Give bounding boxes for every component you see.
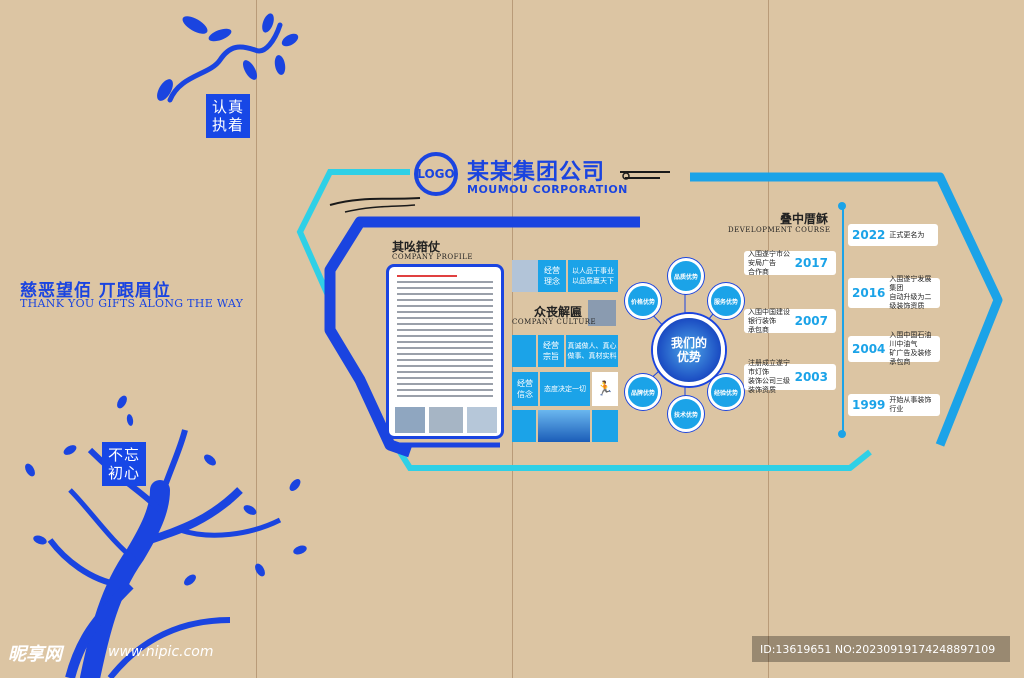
company-name-cn: 某某集团公司 <box>467 160 606 185</box>
panel-seam <box>768 0 769 678</box>
timeline-event: 入围遂宁市公安局广告 合作商 2017 <box>744 249 836 276</box>
advantage-node: 品牌优势 <box>625 374 661 410</box>
event-text: 开始从事装饰行业 <box>889 396 932 413</box>
advantage-hub: 我们的 优势 <box>653 314 725 386</box>
culture-label-2: 经营 宗旨 <box>538 335 564 367</box>
timeline-event: 2004 入围中国石油川中油气 矿广告及装修承包商 <box>848 331 940 366</box>
slogan-en: THANK YOU GIFTS ALONG THE WAY <box>20 297 244 310</box>
runner-icon: 🏃 <box>592 372 618 406</box>
profile-title: 其吆箝仗 <box>392 240 441 254</box>
event-year: 2022 <box>852 227 886 242</box>
development-title: 叠中厝稣 <box>780 212 829 226</box>
advantage-node: 技术优势 <box>668 396 704 432</box>
profile-subtitle: COMPANY PROFILE <box>392 253 473 261</box>
event-text: 入围遂宁市公安局广告 合作商 <box>748 249 790 276</box>
photo-3 <box>467 407 497 433</box>
event-year: 2003 <box>794 369 828 384</box>
timeline-event: 1999 开始从事装饰行业 <box>848 394 940 416</box>
profile-box <box>386 264 504 439</box>
event-year: 2004 <box>852 341 886 356</box>
advantage-node: 经验优势 <box>708 374 744 410</box>
timeline-event: 2016 入围遂宁发展集团 自动升级为二级装饰资质 <box>848 275 940 310</box>
culture-text-1: 以人品干事业 以品质赢天下 <box>568 260 618 292</box>
culture-subtitle: COMPANY CULTURE <box>512 318 597 326</box>
tag-tree: 不忘 初心 <box>102 442 147 486</box>
event-text: 入围中国建设银行装饰 承包商 <box>748 307 790 334</box>
timeline-dot <box>838 430 846 438</box>
watermark-id: ID:13619651 NO:20230919174248897109 <box>752 636 1010 662</box>
photo-1 <box>395 407 425 433</box>
event-year: 2016 <box>852 285 886 300</box>
event-text: 入围中国石油川中油气 矿广告及装修承包商 <box>889 331 932 366</box>
slogan-cn: 慈恶望佰 丌跟眉位 <box>20 281 171 301</box>
watermark-brand: 昵享网 <box>8 644 62 665</box>
company-name-en: MOUMOU CORPORATION <box>467 183 628 196</box>
culture-photo-1 <box>512 260 538 292</box>
culture-block <box>592 410 618 442</box>
culture-photo-2 <box>588 300 616 326</box>
event-year: 2017 <box>794 255 828 270</box>
culture-title: 众丧解匾 <box>534 305 583 319</box>
tree-decoration <box>25 395 307 678</box>
event-text: 入围遂宁发展集团 自动升级为二级装饰资质 <box>889 275 932 310</box>
culture-text-2: 真诚做人、真心 做事、真材实料 <box>566 335 618 367</box>
event-text: 注册成立遂宁市灯饰 装饰公司三级装饰资质 <box>748 359 790 394</box>
culture-block <box>512 410 536 442</box>
building-photo <box>538 410 590 442</box>
panel-seam <box>256 0 257 678</box>
timeline-dot <box>838 202 846 210</box>
timeline-axis <box>842 206 844 434</box>
event-text: 正式更名为 <box>889 230 925 239</box>
advantage-node: 服务优势 <box>708 283 744 319</box>
culture-label-1: 经营 理念 <box>538 260 566 292</box>
watermark-url: www.nipic.com <box>108 644 214 660</box>
timeline-event: 入围中国建设银行装饰 承包商 2007 <box>744 307 836 334</box>
timeline-event: 2022 正式更名为 <box>848 224 938 246</box>
culture-block <box>512 335 536 367</box>
logo-text: LOGO <box>417 167 455 181</box>
advantage-node: 品质优势 <box>668 258 704 294</box>
culture-text-3: 态度决定一切 <box>540 372 590 406</box>
advantage-node: 价格优势 <box>625 283 661 319</box>
event-year: 1999 <box>852 397 886 412</box>
logo-icon: LOGO <box>414 152 458 196</box>
photo-2 <box>429 407 463 433</box>
development-subtitle: DEVELOPMENT COURSE <box>728 226 831 234</box>
culture-label-3: 经营 信念 <box>512 372 538 406</box>
branch-decoration <box>157 13 299 103</box>
tag-top: 认真 执着 <box>206 94 251 138</box>
timeline-event: 注册成立遂宁市灯饰 装饰公司三级装饰资质 2003 <box>744 359 836 394</box>
event-year: 2007 <box>794 313 828 328</box>
